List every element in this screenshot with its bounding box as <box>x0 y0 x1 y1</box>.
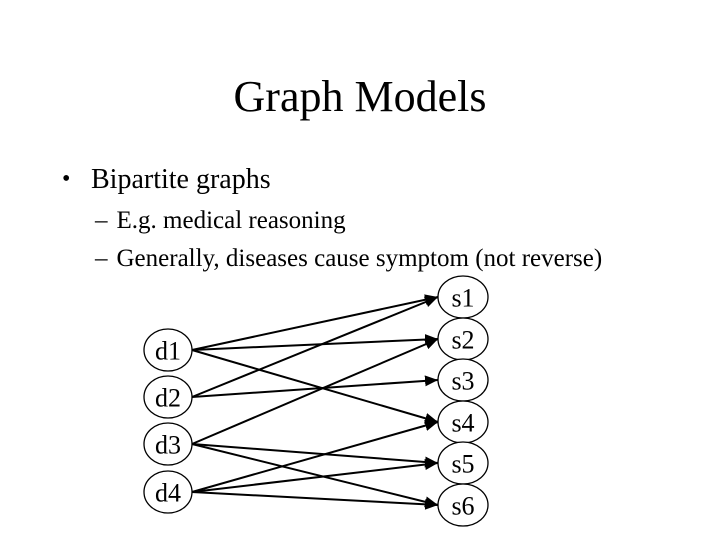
dash-marker: – <box>95 207 108 234</box>
node-s6: s6 <box>437 483 489 527</box>
edge-d2-s3 <box>191 375 439 398</box>
node-s4: s4 <box>437 400 489 444</box>
node-circle-d1 <box>143 328 193 372</box>
node-label-d2: d2 <box>155 384 181 413</box>
node-circle-s6 <box>437 483 489 527</box>
edge-d1-s4 <box>191 349 439 424</box>
node-label-s6: s6 <box>451 492 474 521</box>
node-d3: d3 <box>143 422 193 466</box>
bullet-text: Bipartite graphs <box>91 164 271 195</box>
edge-d2-s1 <box>191 296 439 398</box>
node-label-s3: s3 <box>451 367 474 396</box>
edge-d3-s2 <box>191 338 439 445</box>
node-d4: d4 <box>143 470 193 514</box>
sub-bullet-diseases-cause-symptom: –Generally, diseases cause symptom (not … <box>95 244 602 274</box>
node-label-s1: s1 <box>451 284 474 313</box>
edge-d4-s5 <box>191 459 439 493</box>
node-label-d1: d1 <box>155 337 181 366</box>
edge-d1-s2 <box>191 334 439 351</box>
edge-d4-s6 <box>191 491 439 510</box>
edge-layer <box>191 294 439 510</box>
node-s2: s2 <box>437 317 489 361</box>
node-circle-d3 <box>143 422 193 466</box>
node-s1: s1 <box>437 275 489 319</box>
sub-bullet-text: Generally, diseases cause symptom (not r… <box>116 245 603 272</box>
dash-marker: – <box>95 245 108 272</box>
edge-d4-s4 <box>191 420 439 493</box>
bullet-bipartite-graphs: • Bipartite graphs <box>62 162 271 197</box>
node-s5: s5 <box>437 441 489 485</box>
node-label-d3: d3 <box>155 431 181 460</box>
edge-d3-s5 <box>191 443 439 468</box>
bullet-marker: • <box>62 166 71 192</box>
node-label-s2: s2 <box>451 326 474 355</box>
sub-bullet-text: E.g. medical reasoning <box>116 207 346 234</box>
node-s3: s3 <box>437 358 489 402</box>
node-circle-d2 <box>143 375 193 419</box>
node-label-d4: d4 <box>155 479 181 508</box>
sub-bullet-medical-reasoning: –E.g. medical reasoning <box>95 206 346 236</box>
node-d1: d1 <box>143 328 193 372</box>
edge-d3-s6 <box>191 443 439 508</box>
edge-d1-s1 <box>191 294 439 351</box>
node-label-s5: s5 <box>451 450 474 479</box>
node-layer: d1 d2 d3 d4 s1 s2 s3 s4 s5 s6 <box>143 275 489 527</box>
node-d2: d2 <box>143 375 193 419</box>
node-circle-d4 <box>143 470 193 514</box>
node-label-s4: s4 <box>451 409 474 438</box>
slide-title: Graph Models <box>233 72 487 121</box>
